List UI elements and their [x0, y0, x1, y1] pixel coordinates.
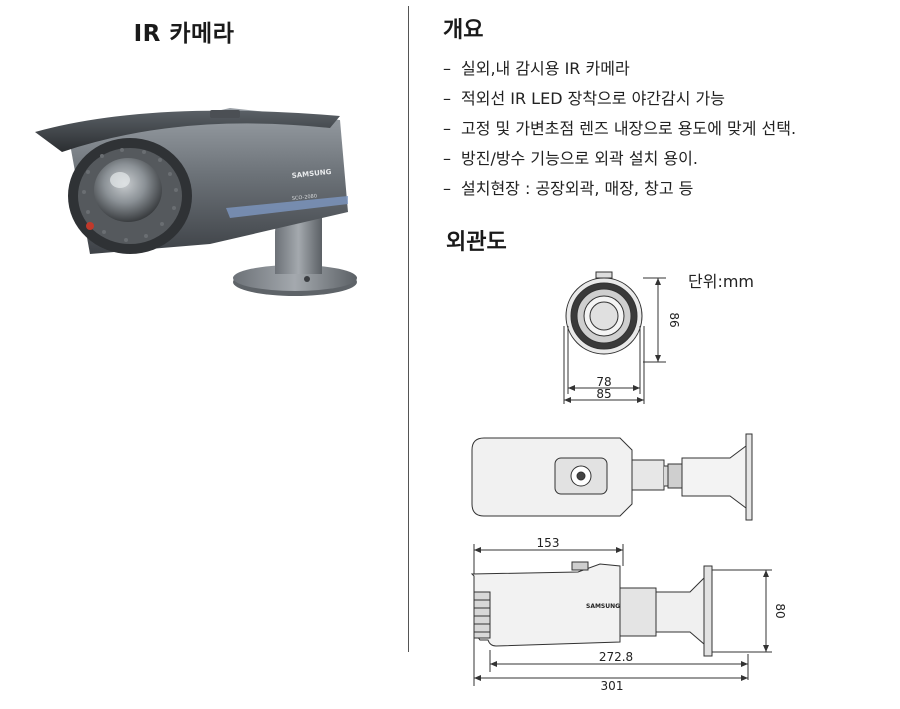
side-top-length-dimension: 153 [537, 536, 560, 550]
side-brand-label: SAMSUNG [586, 603, 620, 610]
overview-list: –실외,내 감시용 IR 카메라 –적외선 IR LED 장착으로 야간감시 가… [443, 54, 796, 204]
bullet-dash: – [443, 149, 451, 168]
list-item: –방진/방수 기능으로 외곽 설치 용이. [443, 144, 796, 174]
front-view-drawing: 86 78 85 [563, 271, 681, 404]
side-view-drawing: 153 SAMSUNG 80 272.8 301 [470, 536, 787, 693]
list-item-text: 고정 및 가변초점 렌즈 내장으로 용도에 맞게 선택. [461, 119, 797, 138]
appearance-title: 외관도 [446, 230, 507, 255]
camera-model-label: SCO-2080 [292, 193, 318, 202]
bullet-dash: – [443, 119, 451, 138]
bullet-dash: – [443, 89, 451, 108]
bullet-dash: – [443, 59, 451, 78]
page-title: IR 카메라 [133, 21, 235, 47]
bullet-dash: – [443, 179, 451, 198]
overview-title: 개요 [443, 18, 484, 43]
list-item-text: 적외선 IR LED 장착으로 야간감시 가능 [461, 89, 725, 108]
list-item: –설치현장 : 공장외곽, 매장, 창고 등 [443, 174, 796, 204]
side-height-dimension: 80 [773, 603, 787, 618]
front-outer-width-dimension: 85 [596, 387, 611, 401]
side-total-length-dimension: 301 [601, 679, 624, 693]
list-item-text: 실외,내 감시용 IR 카메라 [461, 59, 630, 78]
list-item: –적외선 IR LED 장착으로 야간감시 가능 [443, 84, 796, 114]
column-divider [408, 6, 409, 652]
side-mid-length-dimension: 272.8 [599, 650, 633, 664]
list-item-text: 방진/방수 기능으로 외곽 설치 용이. [461, 149, 698, 168]
list-item: –고정 및 가변초점 렌즈 내장으로 용도에 맞게 선택. [443, 114, 796, 144]
front-inner-width-dimension: 78 [596, 375, 611, 389]
top-view-drawing [471, 433, 753, 521]
list-item-text: 설치현장 : 공장외곽, 매장, 창고 등 [461, 179, 694, 198]
unit-label: 단위:mm [688, 272, 755, 291]
list-item: –실외,내 감시용 IR 카메라 [443, 54, 796, 84]
front-height-dimension: 86 [667, 312, 681, 327]
camera-photo: SAMSUNG SCO-2080 [35, 108, 357, 296]
